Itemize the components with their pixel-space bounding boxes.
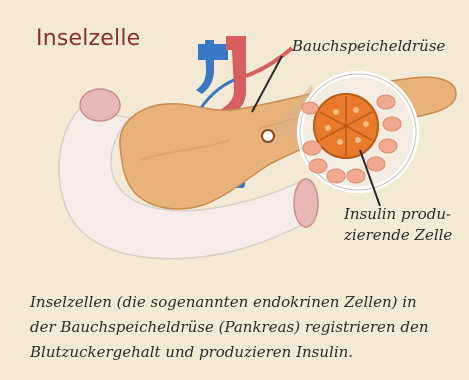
insulin-label-line-1: Insulin produ- [344, 204, 452, 225]
magnifier [272, 74, 416, 190]
figure-title: Inselzelle [36, 26, 140, 51]
islet-cell-cluster [314, 94, 378, 158]
caption-line-1: Inselzellen (die sogenannten endokrinen … [30, 290, 450, 315]
pancreas-label: Bauchspeicheldrüse [292, 36, 445, 57]
insulin-label-line-2: zierende Zelle [344, 225, 452, 246]
pancreas-label-text: Bauchspeicheldrüse [292, 37, 445, 55]
figure-caption: Inselzellen (die sogenannten endokrinen … [30, 290, 450, 365]
caption-line-3: Blutzuckergehalt und produzieren Insulin… [30, 340, 450, 365]
caption-line-2: der Bauchspeicheldrüse (Pankreas) regist… [30, 315, 450, 340]
insulin-cell-label: Insulin produ- zierende Zelle [344, 204, 452, 246]
